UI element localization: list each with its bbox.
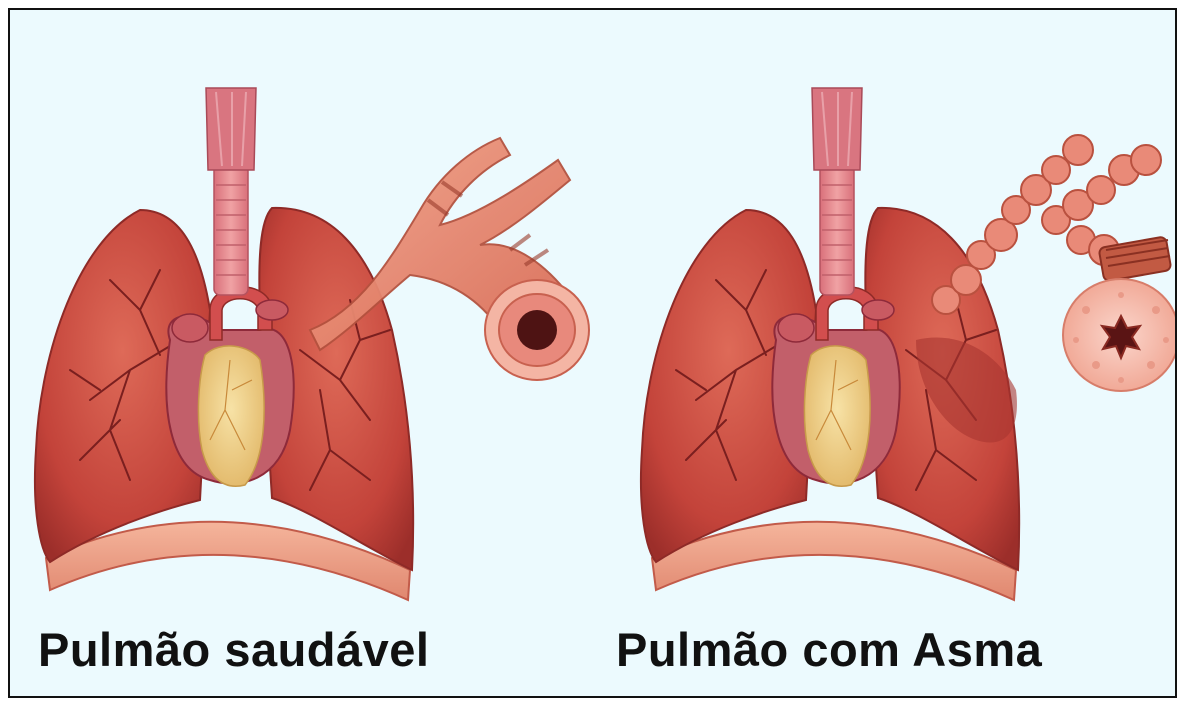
lung-comparison-illustration bbox=[10, 10, 1177, 698]
asthma-lung-drawing bbox=[641, 88, 1177, 600]
asthma-lung-caption: Pulmão com Asma bbox=[616, 622, 1042, 677]
diagram-frame: Pulmão saudável Pulmão com Asma bbox=[8, 8, 1177, 698]
healthy-lung-drawing bbox=[35, 88, 589, 600]
healthy-lung-caption: Pulmão saudável bbox=[38, 622, 430, 677]
